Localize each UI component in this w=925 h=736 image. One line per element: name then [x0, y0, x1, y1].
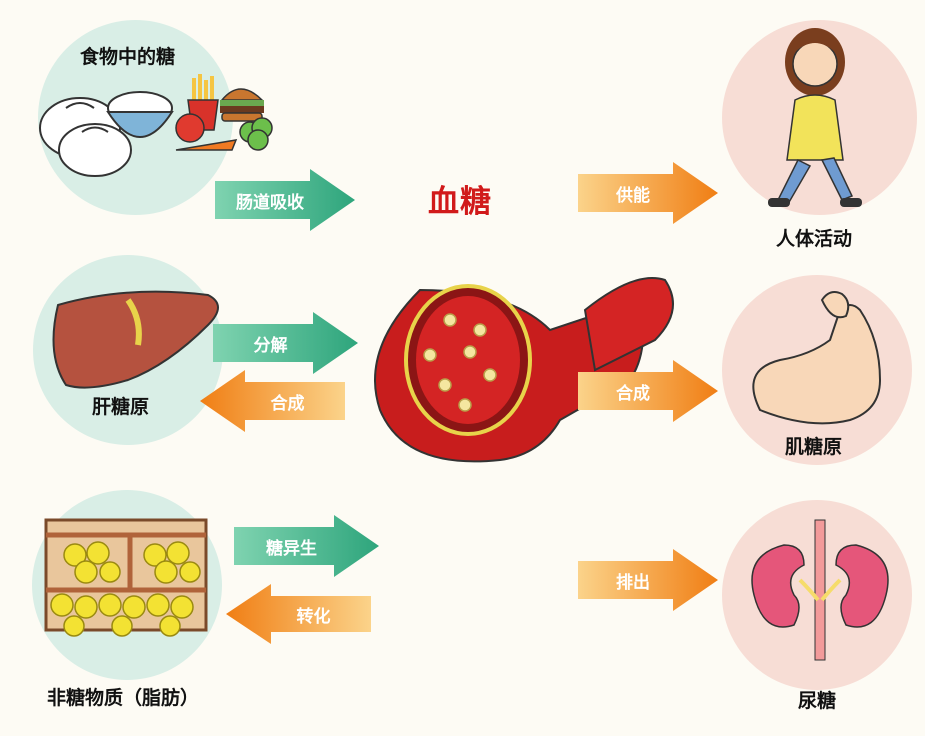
- excrete-arrow: 排出: [578, 549, 718, 611]
- kidney-icon: [751, 519, 889, 661]
- urine-label: 尿糖: [798, 690, 837, 712]
- decompose-label: 分解: [253, 335, 288, 356]
- synth-liver-label: 合成: [270, 393, 305, 414]
- nonsugar-label: 非糖物质（脂肪）: [47, 687, 200, 709]
- muscle-arm-icon: [752, 291, 882, 425]
- absorb-arrow: 肠道吸收: [215, 169, 355, 231]
- muscle-label: 肌糖原: [785, 436, 843, 458]
- burger-icon: [220, 88, 264, 122]
- excrete-label: 排出: [616, 572, 650, 593]
- rice-bowl-icon: [106, 91, 174, 138]
- liver-icon: [52, 290, 219, 389]
- food-label: 食物中的糖: [80, 46, 176, 68]
- liver-label: 肝糖原: [92, 396, 150, 418]
- convert-arrow: 转化: [226, 584, 371, 644]
- fat-cells-icon: [44, 518, 208, 637]
- center-title: 血糖: [428, 184, 492, 220]
- supply-label: 供能: [616, 185, 650, 206]
- gluconeo-label: 糖异生: [266, 538, 317, 559]
- tomato-icon: [175, 113, 205, 143]
- carrot-icon: [175, 139, 238, 151]
- gluconeo-arrow: 糖异生: [234, 515, 379, 577]
- synth-liver-arrow: 合成: [200, 370, 345, 432]
- broccoli-icon: [239, 117, 273, 151]
- absorb-label: 肠道吸收: [236, 192, 304, 213]
- decompose-arrow: 分解: [213, 312, 358, 374]
- supply-arrow: 供能: [578, 162, 718, 224]
- synth-muscle-arrow: 合成: [578, 360, 718, 422]
- blood-vessel-icon: [374, 277, 674, 463]
- activity-label: 人体活动: [776, 228, 853, 250]
- convert-label: 转化: [296, 606, 331, 627]
- girl-walking-icon: [768, 28, 862, 207]
- synth-muscle-label: 合成: [616, 383, 650, 404]
